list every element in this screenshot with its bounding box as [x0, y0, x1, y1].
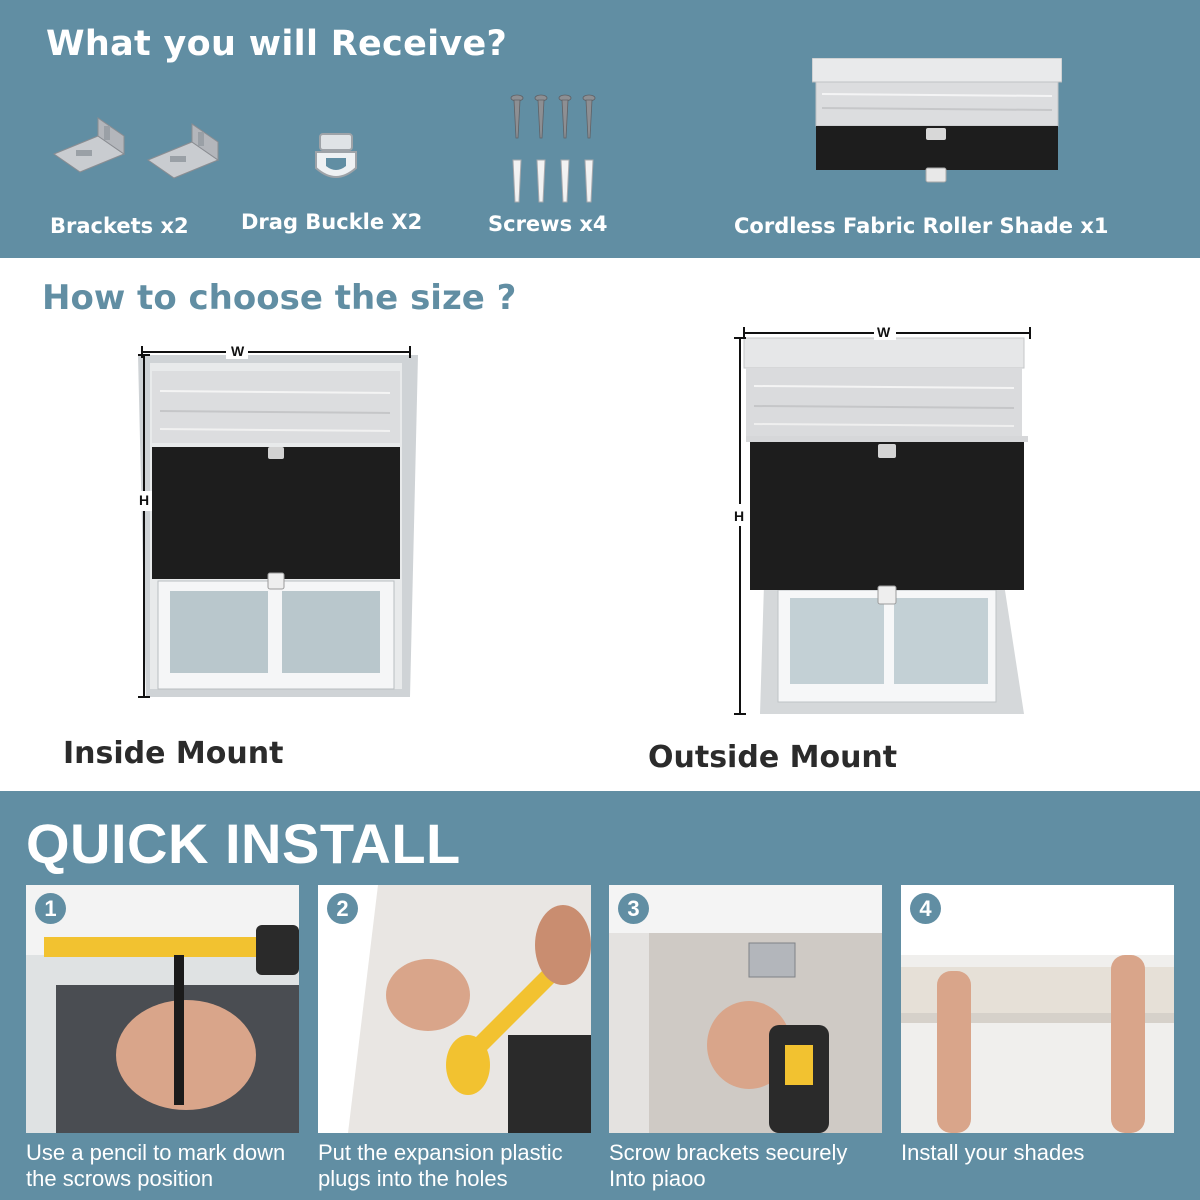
step-4-caption: Install your shades — [901, 1140, 1191, 1166]
item-label: Brackets x2 — [50, 214, 189, 238]
step-2-caption: Put the expansion plastic plugs into the… — [318, 1140, 608, 1192]
step-2-photo: 2 — [318, 885, 591, 1133]
item-label: Cordless Fabric Roller Shade x1 — [734, 214, 1109, 238]
caption-line: Put the expansion plastic — [318, 1140, 563, 1165]
bracket-icon — [52, 117, 220, 179]
step-1-photo: 1 — [26, 885, 299, 1133]
install-shade-illustration — [901, 885, 1174, 1133]
hammer-illustration — [318, 885, 591, 1133]
caption-line: Install your shades — [901, 1140, 1085, 1165]
step-number-badge: 1 — [35, 893, 66, 924]
caption-line: Scrow brackets securely — [609, 1140, 848, 1165]
step-4-photo: 4 — [901, 885, 1174, 1133]
caption-line: Into piaoo — [609, 1166, 706, 1191]
item-label: Screws x4 — [488, 212, 608, 236]
step-number-badge: 4 — [910, 893, 941, 924]
caption-line: Use a pencil to mark down — [26, 1140, 286, 1165]
receive-title: What you will Receive? — [46, 24, 508, 64]
item-screws: Screws x4 — [487, 94, 637, 250]
tape-measure-illustration — [26, 885, 299, 1133]
item-brackets: Brackets x2 — [46, 110, 236, 250]
caption-line: plugs into the holes — [318, 1166, 508, 1191]
inside-mount-diagram — [136, 345, 418, 698]
inside-mount-label: Inside Mount — [63, 736, 284, 771]
outside-height-mark: H — [734, 508, 745, 524]
drill-illustration — [609, 885, 882, 1133]
roller-shade-icon — [812, 58, 1062, 183]
drag-buckle-icon — [315, 133, 357, 178]
outside-mount-diagram — [734, 326, 1031, 715]
caption-line: the scrows position — [26, 1166, 214, 1191]
step-3-caption: Scrow brackets securely Into piaoo — [609, 1140, 899, 1192]
outside-mount-label: Outside Mount — [648, 740, 898, 775]
inside-width-mark: W — [231, 343, 245, 359]
item-drag-buckle: Drag Buckle X2 — [240, 130, 440, 250]
step-number-badge: 3 — [618, 893, 649, 924]
receive-section: What you will Receive? Brackets x2 — [0, 0, 1200, 258]
outside-width-mark: W — [877, 324, 891, 340]
size-section: How to choose the size ? W H Inside Moun… — [0, 258, 1200, 791]
size-title: How to choose the size ? — [42, 278, 517, 318]
step-number-badge: 2 — [327, 893, 358, 924]
screw-icon — [510, 94, 596, 203]
install-title: QUICK INSTALL — [26, 812, 461, 875]
item-label: Drag Buckle X2 — [241, 210, 423, 234]
step-3-photo: 3 — [609, 885, 882, 1133]
install-section: QUICK INSTALL 1 2 — [0, 791, 1200, 1200]
step-1-caption: Use a pencil to mark down the scrows pos… — [26, 1140, 316, 1192]
item-roller-shade: Cordless Fabric Roller Shade x1 — [733, 58, 1153, 250]
inside-height-mark: H — [139, 492, 150, 508]
